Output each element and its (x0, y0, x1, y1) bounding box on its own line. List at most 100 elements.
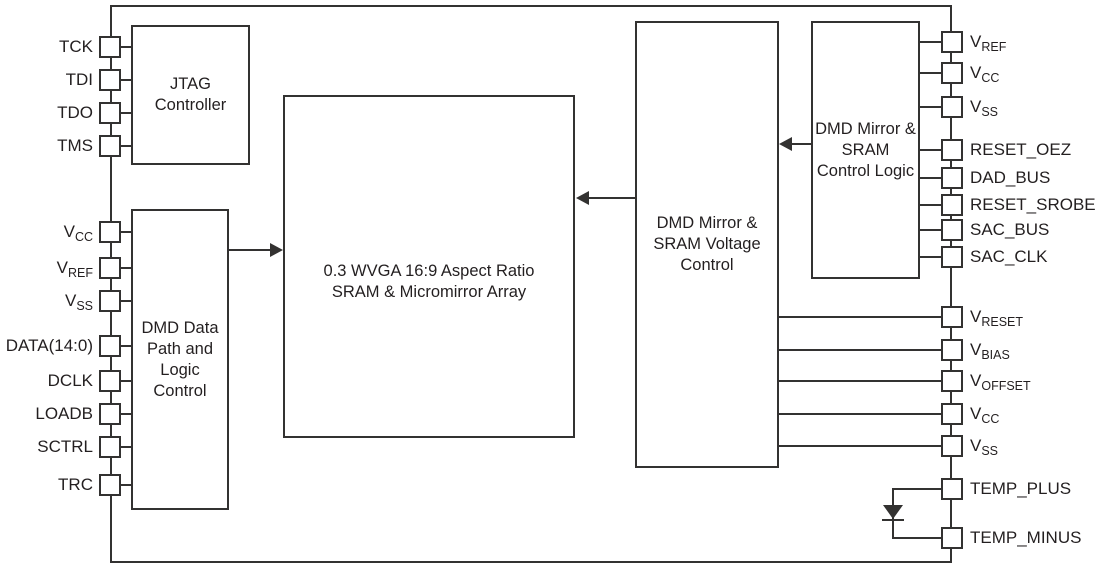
pin-wire-tdi (121, 79, 132, 81)
pin-pad-tdo (99, 102, 121, 124)
pin-pad-temp-minus (941, 527, 963, 549)
pin-label-vcc-right: VCC (970, 63, 1000, 85)
pin-pad-tdi (99, 69, 121, 91)
micromirror-array-block: 0.3 WVGA 16:9 Aspect Ratio SRAM & Microm… (283, 95, 575, 438)
pin-pad-voffset (941, 370, 963, 392)
control-logic-block: DMD Mirror & SRAM Control Logic (811, 21, 920, 279)
pin-label-vss2-right: VSS (970, 436, 999, 458)
pin-label-tdo: TDO (57, 103, 93, 122)
pin-wire-trc (121, 484, 132, 486)
pin-pad-dclk (99, 370, 121, 392)
pin-pad-vbias (941, 339, 963, 361)
voltage-control-block: DMD Mirror & SRAM Voltage Control (635, 21, 779, 468)
logic-to-voltage-wire (791, 143, 812, 145)
pin-pad-data-bus (99, 335, 121, 357)
pin-wire-voffset (778, 380, 941, 382)
pin-pad-vreset (941, 306, 963, 328)
jtag-controller-block: JTAG Controller (131, 25, 250, 165)
arrow-left-icon (576, 191, 589, 205)
dmd-data-path-block: DMD Data Path and Logic Control (131, 209, 229, 510)
pin-label-tdi: TDI (65, 70, 93, 89)
pin-wire-tdo (121, 112, 132, 114)
pin-wire-temp-plus (892, 488, 942, 490)
pin-label-reset-srobe: RESET_SROBE (970, 195, 1096, 214)
micromirror-array-label: 0.3 WVGA 16:9 Aspect Ratio SRAM & Microm… (323, 261, 535, 301)
pin-wire-vcc-right (919, 72, 941, 74)
pin-wire-tms (121, 145, 132, 147)
pin-label-sctrl: SCTRL (37, 437, 93, 456)
pin-pad-vss-left (99, 290, 121, 312)
pin-pad-vcc-left (99, 221, 121, 243)
pin-wire-vcc2-right (778, 413, 941, 415)
pin-label-tms: TMS (57, 136, 93, 155)
pin-wire-sctrl (121, 446, 132, 448)
pin-pad-vss2-right (941, 435, 963, 457)
pin-pad-tck (99, 36, 121, 58)
pin-label-vcc2-right: VCC (970, 404, 1000, 426)
control-logic-label: DMD Mirror & SRAM Control Logic (815, 119, 916, 180)
pin-wire-vreset (778, 316, 941, 318)
pin-label-trc: TRC (58, 475, 93, 494)
pin-pad-vcc2-right (941, 403, 963, 425)
pin-wire-vss2-right (778, 445, 941, 447)
pin-label-reset-oez: RESET_OEZ (970, 140, 1072, 159)
pin-pad-loadb (99, 403, 121, 425)
pin-pad-vref-left (99, 257, 121, 279)
pin-wire-sac-bus (919, 229, 941, 231)
pin-label-vbias: VBIAS (970, 340, 1010, 362)
pin-wire-vss-left (121, 300, 132, 302)
pin-pad-trc (99, 474, 121, 496)
pin-wire-vcc-left (121, 231, 132, 233)
pin-pad-vref-right (941, 31, 963, 53)
pin-pad-dad-bus (941, 167, 963, 189)
chip-boundary (110, 5, 952, 563)
pin-label-vss-right: VSS (970, 97, 999, 119)
pin-pad-temp-plus (941, 478, 963, 500)
pin-wire-sac-clk (919, 256, 941, 258)
pin-label-sac-bus: SAC_BUS (970, 220, 1050, 239)
pin-label-data-bus: DATA(14:0) (5, 336, 93, 355)
pin-label-sac-clk: SAC_CLK (970, 247, 1048, 266)
data-path-to-array-wire (228, 249, 271, 251)
pin-wire-vref-right (919, 41, 941, 43)
pin-label-vreset: VRESET (970, 307, 1024, 329)
jtag-controller-label: JTAG Controller (154, 75, 227, 114)
arrow-left-icon (779, 137, 792, 151)
pin-label-loadb: LOADB (35, 404, 93, 423)
pin-wire-vref-left (121, 267, 132, 269)
pin-wire-dad-bus (919, 177, 941, 179)
pin-label-temp-plus: TEMP_PLUS (970, 479, 1072, 498)
pin-wire-loadb (121, 413, 132, 415)
pin-label-vref-left: VREF (56, 258, 93, 280)
pin-wire-temp-minus (892, 537, 942, 539)
arrow-right-icon (270, 243, 283, 257)
pin-label-dad-bus: DAD_BUS (970, 168, 1051, 187)
voltage-control-label: DMD Mirror & SRAM Voltage Control (653, 214, 761, 274)
pin-wire-data-bus (121, 345, 132, 347)
pin-wire-reset-oez (919, 149, 941, 151)
pin-pad-tms (99, 135, 121, 157)
voltage-to-array-wire (588, 197, 636, 199)
pin-label-vcc-left: VCC (63, 222, 93, 244)
pin-pad-reset-srobe (941, 194, 963, 216)
diode-cathode-bar (882, 519, 904, 521)
pin-label-vref-right: VREF (970, 32, 1007, 54)
pin-pad-vss-right (941, 96, 963, 118)
pin-pad-sac-clk (941, 246, 963, 268)
pin-label-tck: TCK (59, 37, 93, 56)
pin-wire-vbias (778, 349, 941, 351)
pin-label-temp-minus: TEMP_MINUS (970, 528, 1082, 547)
pin-pad-sctrl (99, 436, 121, 458)
pin-pad-sac-bus (941, 219, 963, 241)
pin-pad-reset-oez (941, 139, 963, 161)
dmd-data-path-label: DMD Data Path and Logic Control (141, 318, 219, 400)
pin-label-vss-left: VSS (64, 291, 93, 313)
pin-wire-vss-right (919, 106, 941, 108)
pin-pad-vcc-right (941, 62, 963, 84)
pin-wire-reset-srobe (919, 204, 941, 206)
pin-label-dclk: DCLK (47, 371, 93, 390)
pin-label-voffset: VOFFSET (970, 371, 1031, 393)
pin-wire-tck (121, 46, 132, 48)
pin-wire-dclk (121, 380, 132, 382)
